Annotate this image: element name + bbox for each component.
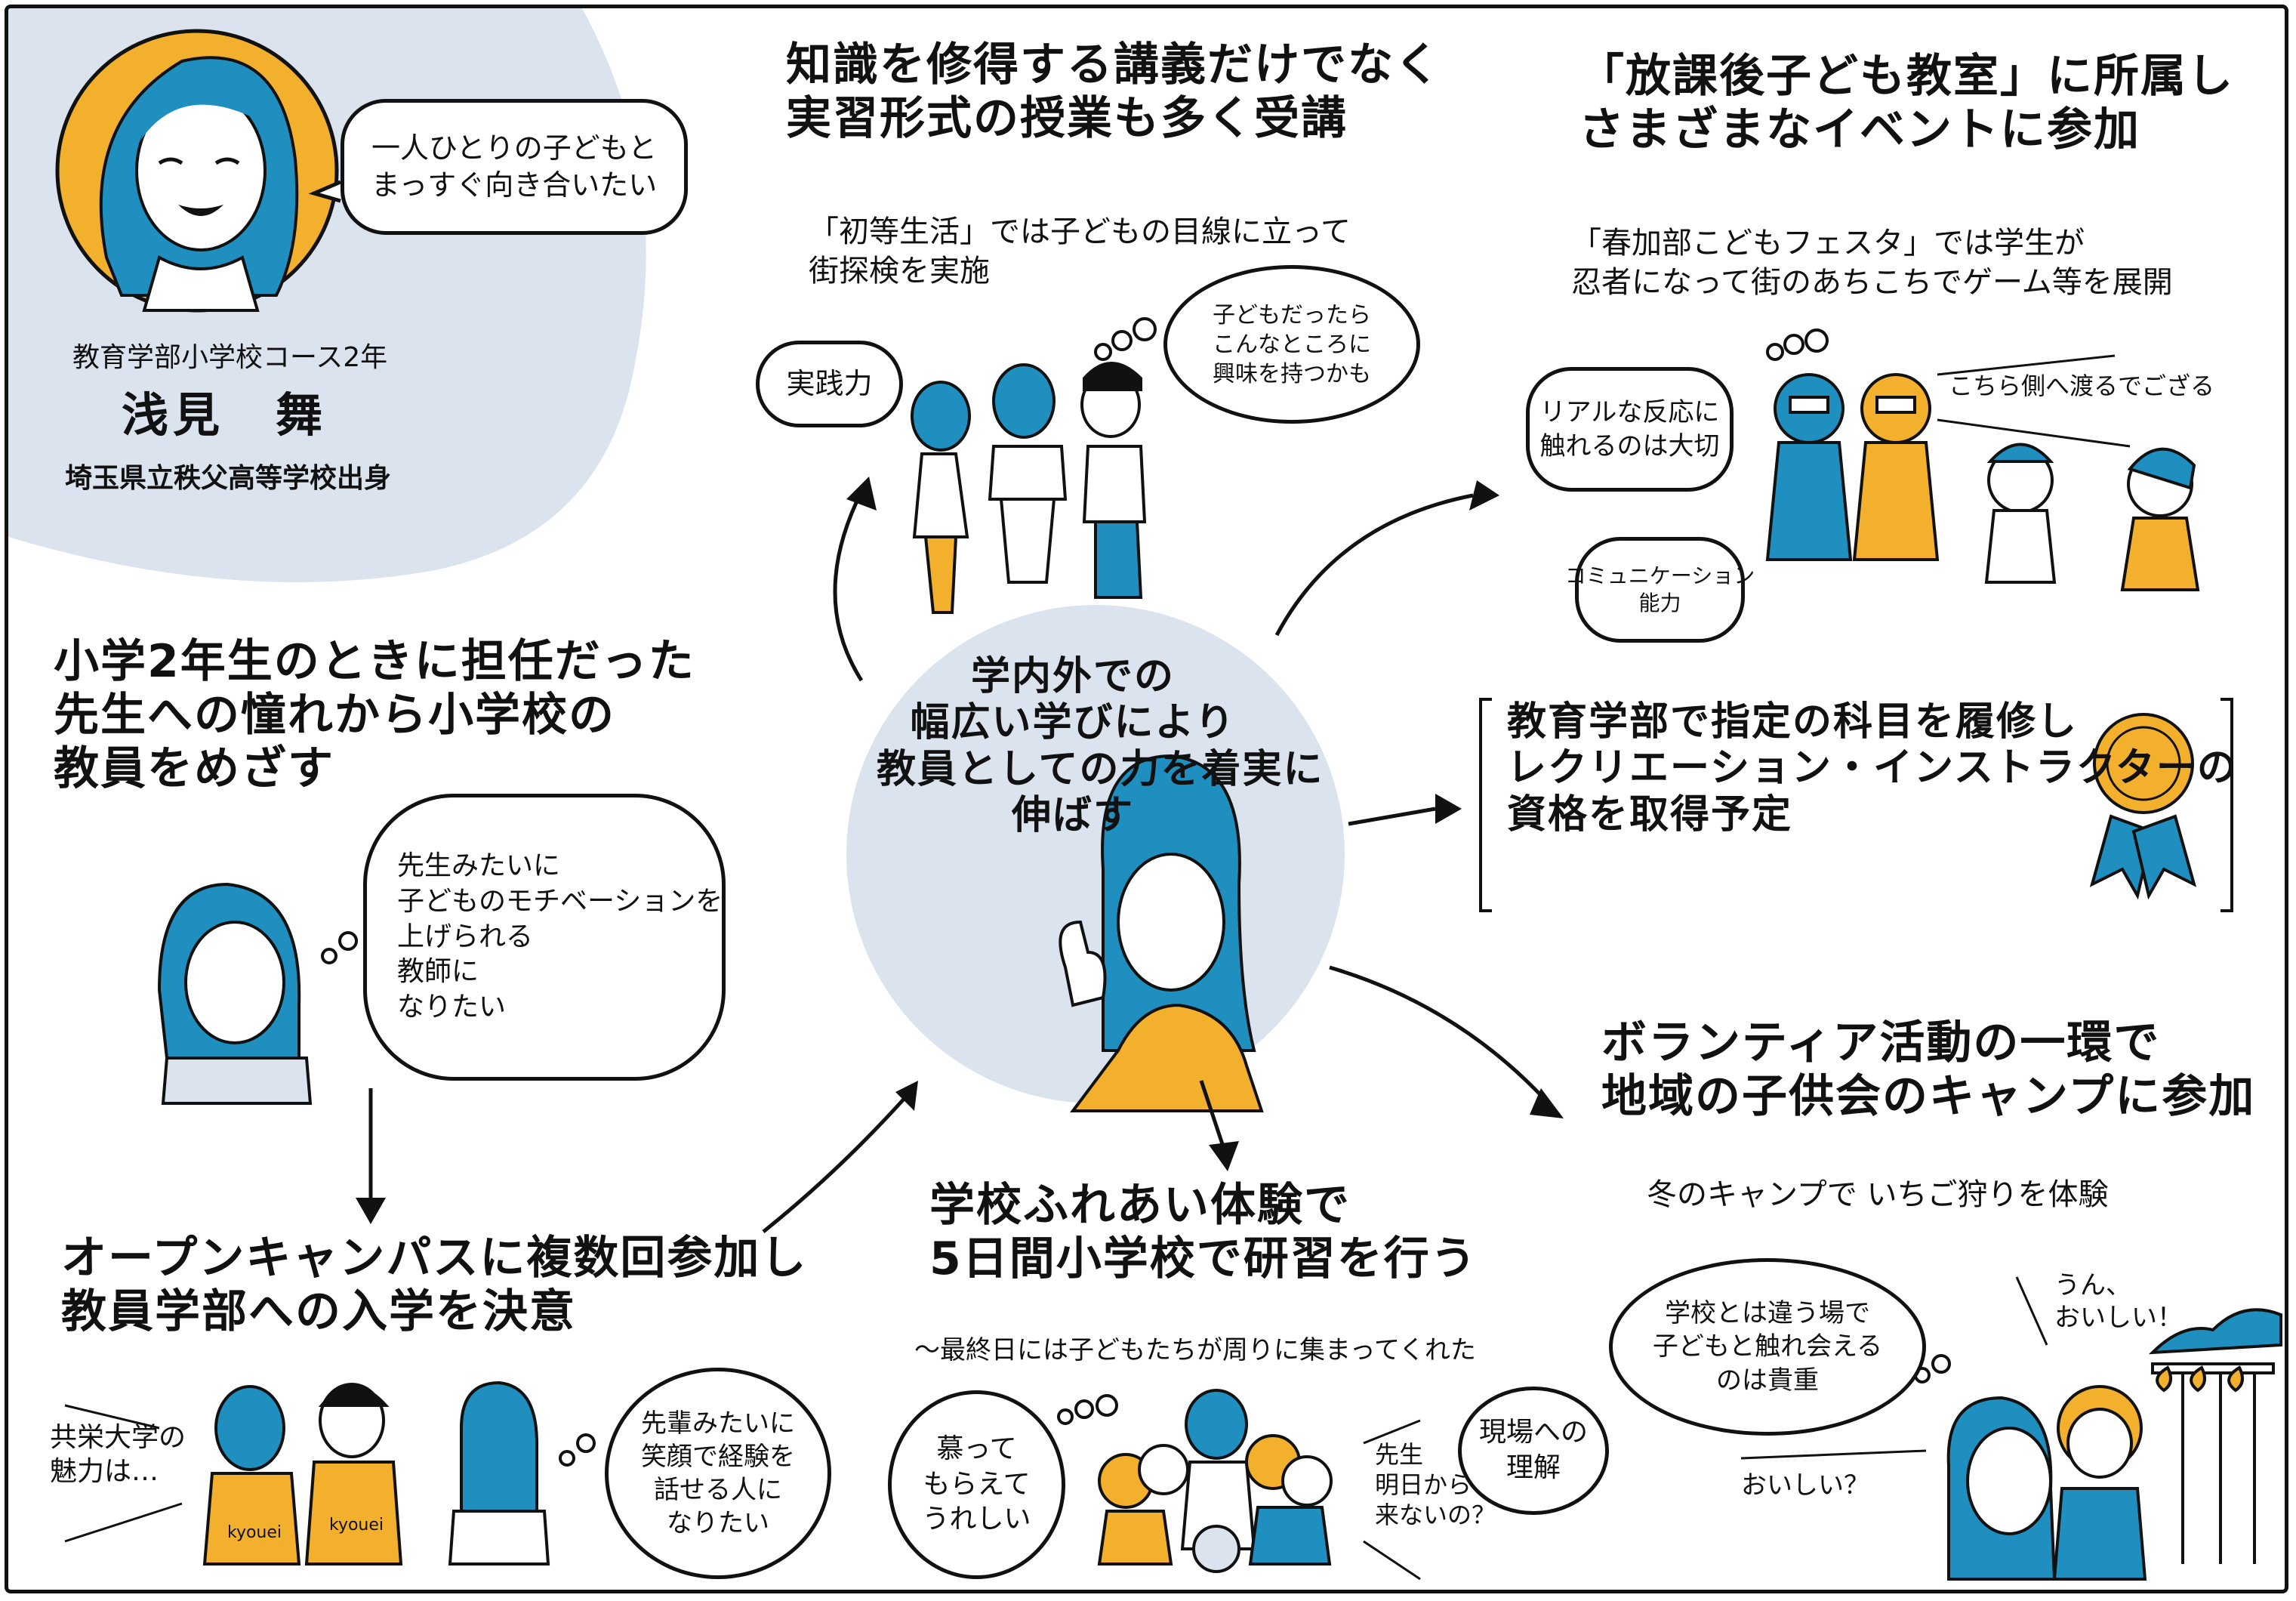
bottom-right-title: ボランティア活動の一環で 地域の子供会のキャンプに参加 (1601, 1016, 2256, 1123)
top-right-skill-badge: コミュニケーション 能力 (1565, 537, 1755, 643)
bottom-center-title: 学校ふれあい体験で 5日間小学校で研習を行う (929, 1179, 1478, 1285)
bottom-right-caption-2: おいしい？ (1741, 1470, 1869, 1501)
bottom-left-thought-bubble: 先輩みたいに 笑顔で経験を 話せる人に なりたい (605, 1368, 831, 1579)
top-right-bubble: リアルな反応に 触れるのは大切 (1526, 367, 1734, 492)
medal-icon (2089, 713, 2197, 900)
children-group-illustration (1097, 1389, 1333, 1573)
top-skill-badge: 実践力 (756, 341, 903, 427)
illustration-frame: 一人ひとりの子どもと まっすぐ向き合いたい 教育学部小学校コース2年 浅見 舞 … (5, 5, 2288, 1593)
center-theme-text: 学内外での 幅広い学びにより 教員としての力を着実に 伸ばす (877, 654, 1324, 839)
bottom-right-subtitle: 冬のキャンプで いちご狩りを体験 (1647, 1177, 2109, 1212)
thought-dots (321, 317, 1951, 1467)
top-right-subtitle: 「春加部こどもフェスタ」では学生が 忍者になって街のあちこちでゲーム等を展開 (1571, 226, 2173, 300)
ninja-students-illustration (1765, 373, 2200, 591)
bottom-left-caption: 共栄大学の 魅力は… (50, 1422, 186, 1487)
bottom-center-subtitle: ～最終日には子どもたちが周りに集まってくれた (914, 1335, 1476, 1365)
shirt-logo-2: kyouei (329, 1516, 384, 1535)
flow-arrows (368, 490, 1550, 1233)
strawberry-picking-illustration (1946, 1308, 2282, 1581)
left-girl-illustration (157, 882, 313, 1105)
top-right-title: 「放課後子ども教室」に所属し さまざまなイベントに参加 (1579, 50, 2234, 156)
top-thought-bubble: 子どもだったら こんなところに 興味を持つかも (1163, 265, 1420, 424)
center-girl-illustration (1059, 754, 1264, 1112)
certificate-bracket (1479, 698, 2233, 912)
profile-affiliation: 教育学部小学校コース2年 (72, 342, 388, 373)
open-campus-students-illustration (202, 1380, 550, 1566)
top-students-illustration (911, 362, 1147, 614)
bottom-center-caption: 先生 明日から 来ないの？ (1375, 1440, 1496, 1529)
shirt-logo-1: kyouei (227, 1523, 282, 1542)
profile-speech-bubble: 一人ひとりの子どもと まっすぐ向き合いたい (341, 99, 688, 235)
arrowheads (356, 477, 1564, 1224)
profile-school: 埼玉県立秩父高等学校出身 (65, 463, 392, 494)
left-title: 小学2年生のときに担任だった 先生への憧れから小学校の 教員をめざす (54, 635, 695, 795)
bottom-left-title: オープンキャンパスに複数回参加し 教員学部への入学を決意 (61, 1232, 808, 1338)
profile-name: 浅見 舞 (122, 387, 328, 443)
top-title: 知識を修得する講義だけでなく 実習形式の授業も多く受講 (786, 39, 1441, 145)
bottom-right-caption-1: うん、 おいしい！ (2054, 1270, 2183, 1333)
bottom-center-thought-bubble: 慕って もらえて うれしい (888, 1390, 1065, 1579)
left-thought-bubble: 先生みたいに 子どものモチベーションを 上げられる 教師に なりたい (363, 794, 726, 1081)
certificate-text: 教育学部で指定の科目を履修し レクリエーション・インストラクターの 資格を取得予… (1507, 699, 2238, 838)
bottom-center-skill-badge: 現場への 理解 (1458, 1387, 1609, 1515)
top-right-caption: こちら側へ渡るでござる (1949, 372, 2215, 400)
top-subtitle: 「初等生活」では子どもの目線に立って 街探検を実施 (809, 214, 1351, 288)
bottom-right-thought-bubble: 学校とは違う場で 子どもと触れ会える のは貴重 (1609, 1258, 1926, 1436)
profile-girl-illustration (99, 56, 299, 312)
